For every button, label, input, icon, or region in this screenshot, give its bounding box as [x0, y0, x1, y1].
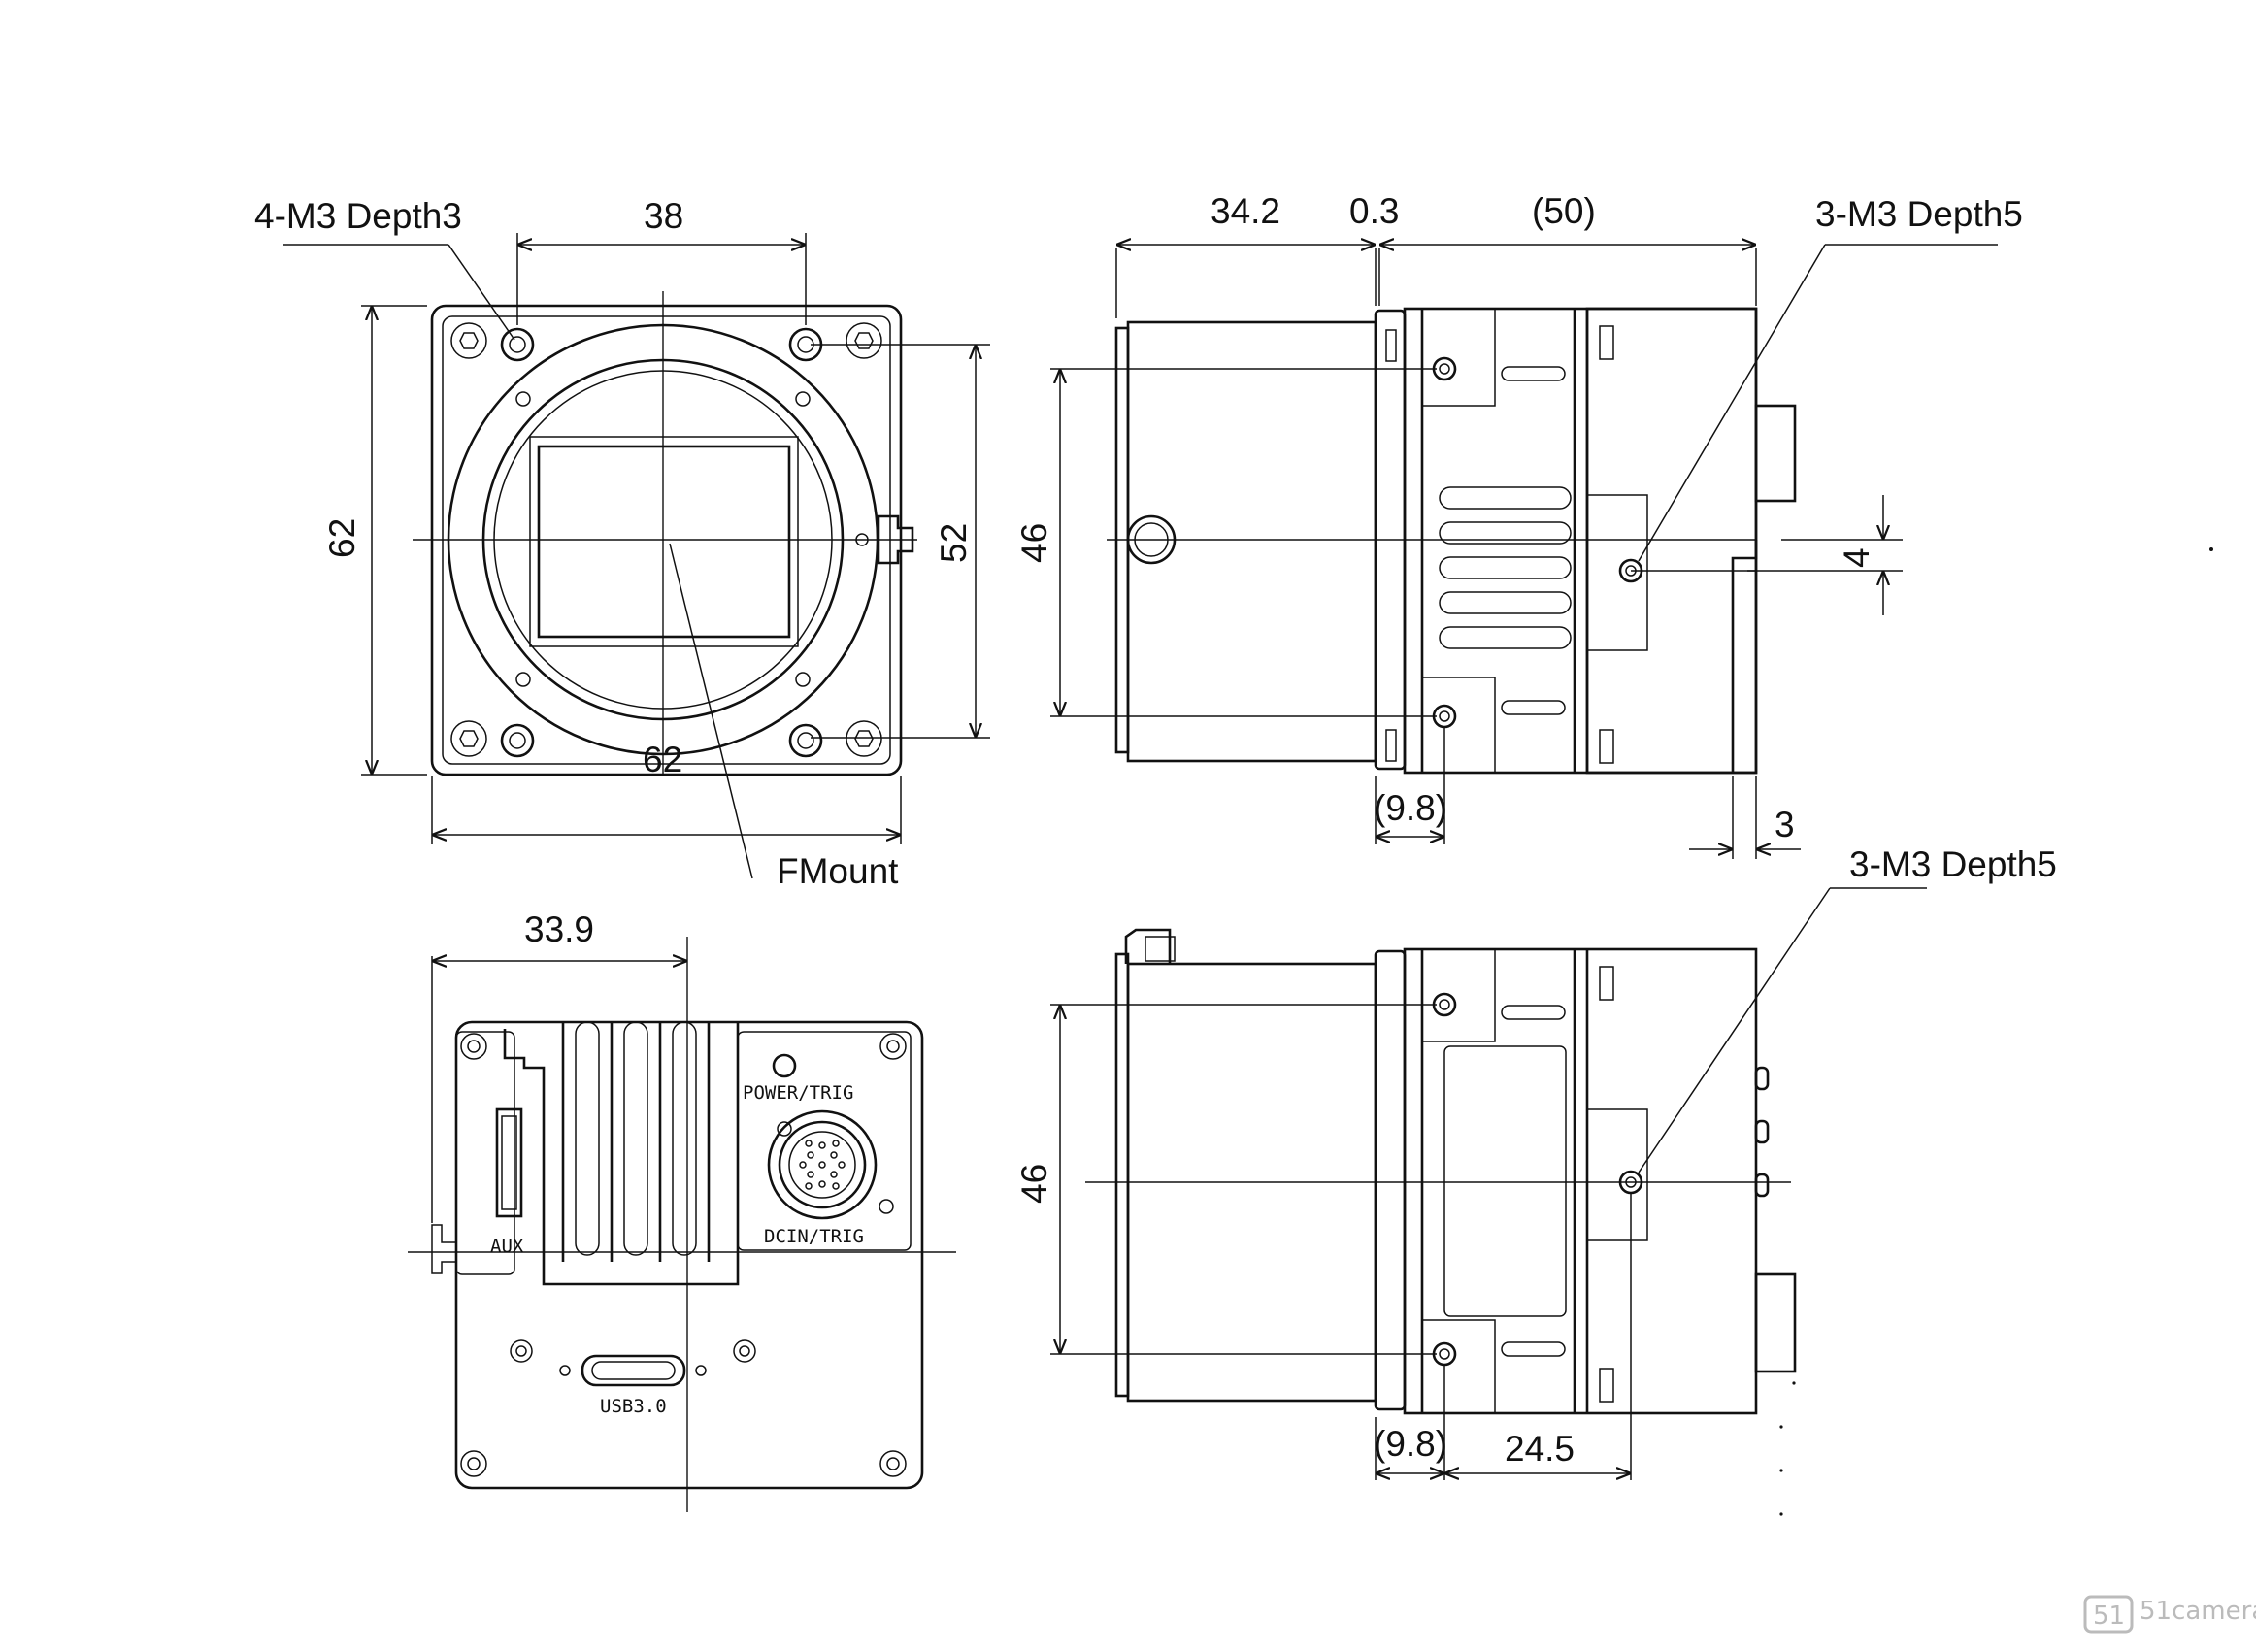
svg-text:51: 51	[2093, 1602, 2125, 1631]
dim-0-3: 0.3	[1349, 191, 1399, 231]
dim-38: 38	[644, 196, 683, 236]
dim-46-top: 46	[1014, 523, 1054, 563]
dim-62-width: 62	[643, 740, 682, 779]
camera-body	[1403, 307, 1758, 775]
bottom-holes-label: 3-M3 Depth5	[1849, 844, 2057, 884]
rear-view: AUX POWER/TRIG DCIN/TRIG	[408, 909, 956, 1512]
dim-52: 52	[934, 523, 974, 563]
aux-label: AUX	[490, 1236, 524, 1257]
front-view: FMount 4-M3 Depth3 38 62 62 52	[254, 196, 990, 891]
dim-9-8-bottom: (9.8)	[1374, 1424, 1447, 1464]
usb3-label: USB3.0	[600, 1396, 667, 1417]
dcin-trig-label: DCIN/TRIG	[764, 1226, 864, 1247]
heat-sink-fins	[561, 1021, 711, 1262]
dim-46-bottom: 46	[1014, 1164, 1054, 1204]
dim-50: (50)	[1532, 191, 1596, 231]
dim-33-9: 33.9	[524, 909, 594, 949]
power-trig-label: POWER/TRIG	[743, 1082, 853, 1104]
aux-port	[495, 1107, 523, 1218]
dim-24-5: 24.5	[1505, 1429, 1575, 1469]
corner-screws	[450, 322, 882, 757]
watermark-text: 51camera	[2140, 1597, 2256, 1626]
dim-3: 3	[1775, 805, 1795, 844]
dim-62-height: 62	[322, 518, 362, 558]
dim-4: 4	[1837, 547, 1876, 568]
connector-pins	[799, 1140, 846, 1190]
image-sensor	[537, 445, 791, 639]
top-holes-label: 3-M3 Depth5	[1815, 194, 2023, 234]
dcin-connector	[767, 1109, 878, 1220]
watermark-logo: 51 51camera	[2083, 1595, 2256, 1634]
dim-34-2: 34.2	[1211, 191, 1280, 231]
side-view-bottom: 3-M3 Depth5 46 (9.8) 24.5	[1014, 844, 2057, 1516]
m3-holes-front	[500, 327, 823, 758]
front-barrel	[1126, 320, 1377, 763]
front-holes-label: 4-M3 Depth3	[254, 196, 462, 236]
power-led	[772, 1053, 797, 1078]
side-view-top: 34.2 0.3 (50) 3-M3 Depth5 46 4 (9.8) 3	[1014, 191, 2213, 859]
dim-9-8-top: (9.8)	[1374, 788, 1447, 828]
usb3-port	[581, 1354, 686, 1387]
cooling-slots	[1439, 366, 1572, 715]
mount-label: FMount	[777, 851, 899, 891]
